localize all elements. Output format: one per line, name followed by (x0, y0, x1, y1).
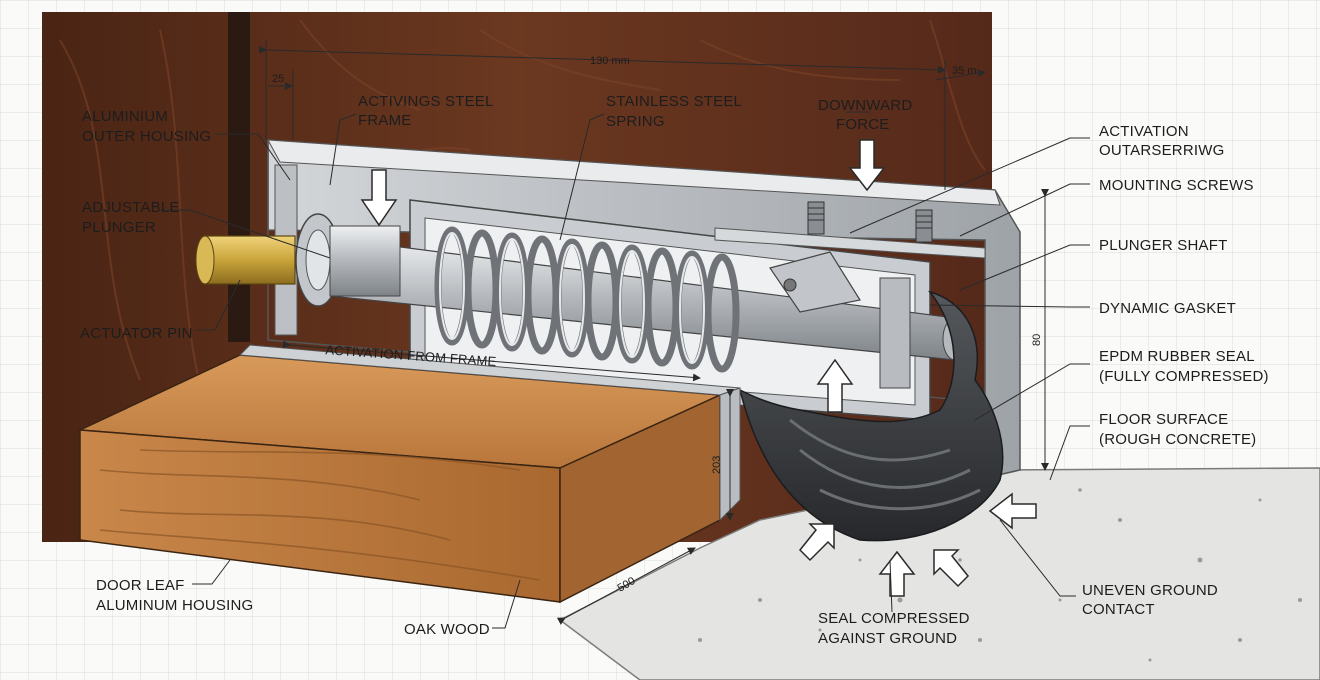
label-activings-steel-frame: ACTIVINGS STEEL FRAME (358, 93, 497, 129)
arrow-icon (988, 492, 1037, 530)
lever-linkage (769, 251, 911, 389)
label-actuator-pin: ACTUATOR PIN (80, 325, 193, 342)
down-arrow-icon (848, 139, 886, 192)
label-epdm-rubber-seal: EPDM RUBBER SEAL (FULLY COMPRESSED) (1099, 348, 1269, 385)
label-floor-surface: FLOOR SURFACE (ROUGH CONCRETE) (1099, 411, 1256, 448)
label-seal-compressed: SEAL COMPRESSED AGAINST GROUND (818, 610, 974, 647)
dim-203: 203 (711, 456, 723, 474)
dim-35m: 35 m (952, 65, 976, 77)
label-uneven-ground-contact: UNEVEN GROUND CONTACT (1082, 582, 1222, 618)
label-stainless-steel-spring: STAINLESS STEEL SPRING (606, 93, 746, 130)
label-dynamic-gasket: DYNAMIC GASKET (1099, 300, 1236, 317)
mounting-screws (807, 201, 933, 243)
epdm-rubber-seal (738, 290, 1004, 542)
dim-80: 80 (1031, 334, 1043, 346)
dim-130mm: 130 mm (590, 55, 630, 67)
label-downward-force: DOWNWARD FORCE (818, 97, 917, 133)
actuator-pin (195, 235, 296, 285)
label-aluminium-outer-housing: ALUMINIUM OUTER HOUSING (82, 108, 211, 145)
label-oak-wood: OAK WOOD (404, 621, 490, 638)
label-activation-outarserriwg: ACTIVATION OUTARSERRIWG (1099, 123, 1224, 159)
concrete-floor (558, 467, 1320, 680)
down-arrow-icon (360, 169, 398, 227)
leader-lines (160, 111, 1090, 629)
callout-labels: ALUMINIUM OUTER HOUSING ACTIVINGS STEEL … (80, 93, 1269, 647)
up-arrow-icon (878, 550, 916, 597)
label-adjustable-plunger: ADJUSTABLE PLUNGER (82, 199, 184, 236)
up-arrow-icon (816, 358, 854, 413)
label-door-leaf: DOOR LEAF ALUMINUM HOUSING (96, 577, 253, 614)
force-arrows (360, 139, 1037, 597)
arrow-icon (933, 549, 970, 588)
label-mounting-screws: MOUNTING SCREWS (1099, 177, 1254, 194)
arrow-icon (798, 523, 835, 562)
dim-25: 25 (272, 73, 284, 85)
adjustable-plunger (295, 213, 401, 307)
dimension-lines (258, 40, 1049, 625)
label-plunger-shaft: PLUNGER SHAFT (1099, 237, 1227, 254)
